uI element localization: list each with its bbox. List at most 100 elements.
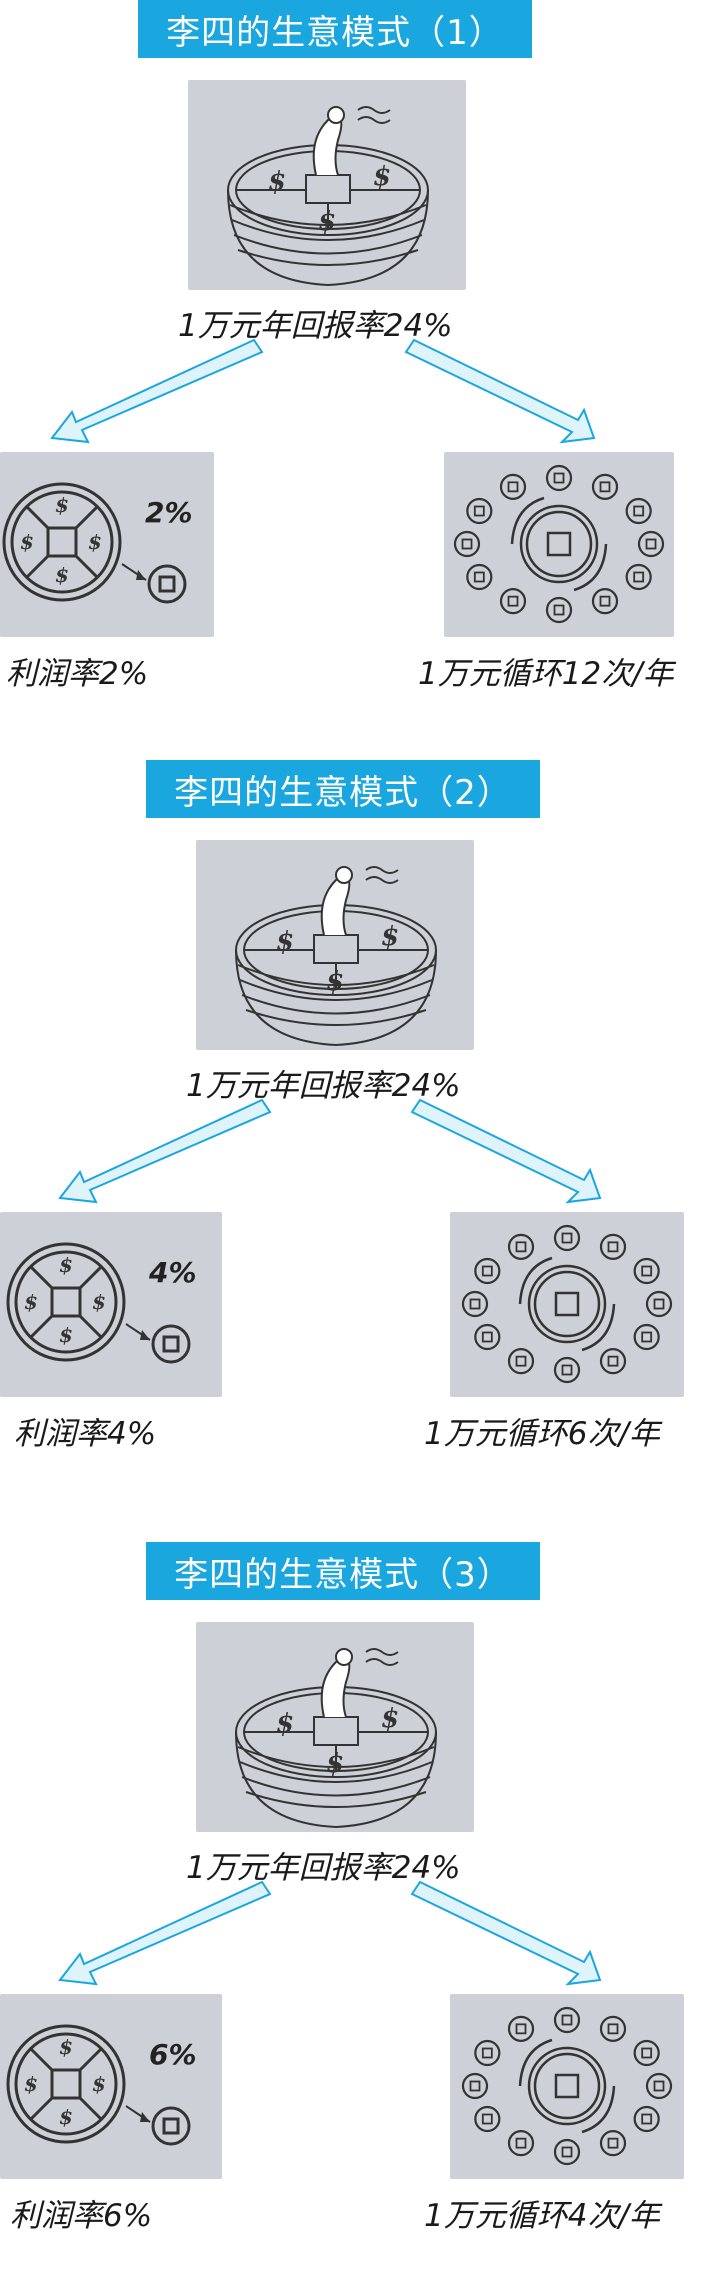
small-coin-icon: [553, 1224, 581, 1252]
svg-text:$: $: [326, 967, 344, 997]
small-coin-icon: [625, 497, 652, 525]
section-title-bar: 李四的生意模式（2）: [146, 760, 540, 818]
svg-text:$: $: [318, 207, 336, 237]
small-coin-icon: [599, 2015, 627, 2042]
big-coin-small-coin-icon: $$$$ 2%: [2, 482, 193, 604]
small-coin-icon: [599, 2130, 627, 2157]
section-title: 李四的生意模式（2）: [174, 772, 512, 813]
svg-text:$: $: [59, 1253, 73, 1277]
coin-ring-cycle-icon: [453, 464, 665, 624]
section-title: 李四的生意模式（3）: [174, 1554, 512, 1595]
center-label: 1万元年回报率24%: [186, 1068, 461, 1104]
left-label: 利润率2%: [6, 656, 149, 692]
small-coin-icon: [645, 1290, 673, 1318]
small-coin-icon: [461, 1290, 489, 1318]
coin-stack-panel: $ $ $: [188, 80, 466, 290]
left-pct: 2%: [145, 496, 193, 529]
section-title-bar: 李四的生意模式（1）: [138, 0, 532, 58]
cycle-panel: [444, 452, 674, 637]
profit-panel: $ $ $ $ 4%: [0, 1212, 222, 1397]
small-coin-icon: [625, 563, 652, 591]
cycle-panel: [450, 1994, 684, 2179]
small-coin-icon: [466, 563, 493, 591]
svg-text:$: $: [92, 1290, 106, 1314]
section-2: 李四的生意模式（2） $ $ $ 1万元年回报率24%: [0, 758, 703, 1488]
arrow-right: [410, 1880, 602, 1986]
left-pct: 6%: [149, 2038, 197, 2071]
small-coin-icon: [553, 2006, 581, 2034]
arrow-left: [58, 1880, 272, 1986]
small-coin-icon: [466, 497, 493, 525]
left-pct: 4%: [148, 1256, 197, 1289]
svg-text:$: $: [20, 530, 34, 554]
small-coin-icon: [599, 1233, 627, 1260]
small-coin-icon: [591, 588, 619, 615]
small-coin-icon: [474, 2105, 501, 2133]
small-coin-icon: [545, 464, 573, 492]
center-label: 1万元年回报率24%: [178, 308, 453, 344]
coin-stack-panel: $ $ $: [196, 1622, 474, 1832]
small-coin-icon: [499, 588, 527, 615]
small-coin-icon: [645, 2072, 673, 2100]
coin-stack-panel: $ $ $: [196, 840, 474, 1050]
small-coin-icon: [633, 1323, 660, 1351]
small-coin-icon: [507, 2015, 535, 2042]
small-coin-icon: [553, 2138, 581, 2166]
section-title: 李四的生意模式（1）: [166, 12, 504, 53]
big-coin-small-coin-icon: $ $ $ $ 4%: [6, 1242, 197, 1364]
small-coin-icon: [507, 2130, 535, 2157]
right-label: 1万元循环6次/年: [424, 1416, 660, 1452]
left-label: 利润率4%: [14, 1416, 157, 1452]
arrow-right: [410, 1098, 602, 1204]
svg-text:$: $: [59, 1323, 73, 1347]
svg-text:$: $: [59, 2035, 73, 2059]
svg-text:$: $: [326, 1749, 344, 1779]
svg-text:$: $: [276, 927, 294, 957]
svg-text:$: $: [92, 2072, 106, 2096]
small-coin-icon: [474, 1257, 501, 1285]
svg-text:$: $: [381, 1704, 399, 1734]
coin-ring-cycle-icon: [461, 2006, 673, 2166]
svg-text:$: $: [24, 2072, 38, 2096]
coin-ring-cycle-icon: [461, 1224, 673, 1384]
small-coin-icon: [507, 1233, 535, 1260]
small-coin-icon: [633, 2039, 660, 2067]
right-label: 1万元循环12次/年: [418, 656, 674, 692]
small-coin-icon: [499, 473, 527, 500]
svg-text:$: $: [59, 2105, 73, 2129]
small-coin-icon: [474, 2039, 501, 2067]
small-coin-icon: [507, 1348, 535, 1375]
svg-text:$: $: [55, 563, 69, 587]
section-1: 李四的生意模式（1） $ $ $ 1万元年回报率24%: [0, 0, 703, 730]
svg-text:$: $: [381, 922, 399, 952]
small-coin-icon: [591, 473, 619, 500]
small-coin-icon: [545, 596, 573, 624]
left-label: 利润率6%: [10, 2198, 153, 2234]
svg-text:$: $: [373, 162, 391, 192]
small-coin-icon: [633, 1257, 660, 1285]
small-coin-icon: [461, 2072, 489, 2100]
cycle-panel: [450, 1212, 684, 1397]
coin-stack-figure-icon: $ $ $: [235, 866, 437, 1047]
right-label: 1万元循环4次/年: [424, 2198, 660, 2234]
coin-stack-figure-icon: $ $ $: [227, 106, 429, 287]
small-coin-icon: [633, 2105, 660, 2133]
center-label: 1万元年回报率24%: [186, 1850, 461, 1886]
small-coin-icon: [453, 530, 481, 558]
arrow-left: [58, 1098, 272, 1204]
svg-text:$: $: [55, 493, 69, 517]
section-title-bar: 李四的生意模式（3）: [146, 1542, 540, 1600]
small-coin-icon: [637, 530, 665, 558]
small-coin-icon: [599, 1348, 627, 1375]
svg-text:$: $: [24, 1290, 38, 1314]
profit-panel: $$$$ 2%: [0, 452, 214, 637]
section-3: 李四的生意模式（3） $ $ $ 1万元年回报率24%: [0, 1540, 703, 2270]
big-coin-small-coin-icon: $ $ $ $ 6%: [6, 2024, 197, 2146]
arrow-right: [404, 338, 596, 444]
svg-text:$: $: [276, 1709, 294, 1739]
arrow-left: [50, 338, 264, 444]
coin-stack-figure-icon: $ $ $: [235, 1648, 437, 1829]
profit-panel: $ $ $ $ 6%: [0, 1994, 222, 2179]
svg-text:$: $: [268, 167, 286, 197]
small-coin-icon: [553, 1356, 581, 1384]
